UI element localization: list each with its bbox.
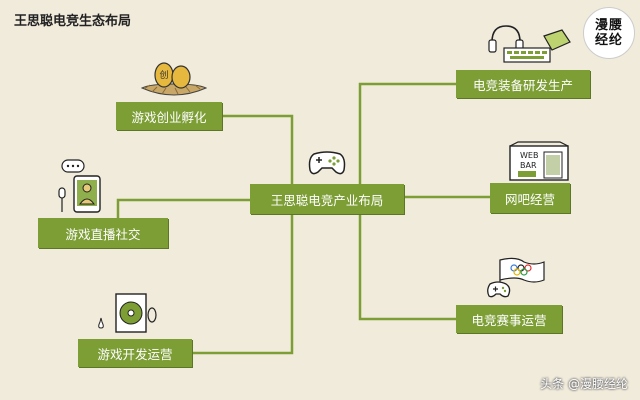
brand-logo-line2: 经纶 bbox=[594, 33, 623, 48]
line-dev bbox=[192, 212, 294, 355]
egg-nest-icon: 创 bbox=[140, 62, 208, 96]
egg-icon-label: 创 bbox=[159, 69, 168, 81]
line-equipment bbox=[358, 82, 456, 190]
watermark: 头条 @漫腰经纶 bbox=[540, 377, 628, 391]
bar-sign: BAR bbox=[520, 161, 537, 170]
gamepad-icon bbox=[308, 151, 346, 175]
game-disc-icon bbox=[98, 293, 157, 333]
web-sign: WEB bbox=[520, 151, 538, 160]
node-incubation: 游戏创业孵化 bbox=[116, 102, 222, 130]
web-bar-storefront-icon: WEB BAR bbox=[509, 141, 569, 181]
node-events: 电竞赛事运营 bbox=[456, 305, 562, 333]
brand-logo: 漫腰 经纶 bbox=[583, 7, 635, 59]
node-live: 游戏直播社交 bbox=[38, 218, 168, 248]
esports-event-icon bbox=[487, 257, 545, 298]
gaming-gear-icon bbox=[488, 25, 571, 63]
center-node: 王思聪电竞产业布局 bbox=[250, 184, 404, 214]
node-equipment: 电竞装备研发生产 bbox=[456, 70, 590, 98]
node-netbar: 网吧经营 bbox=[490, 183, 570, 213]
page-title: 王思聪电竞生态布局 bbox=[14, 14, 132, 29]
node-dev: 游戏开发运营 bbox=[78, 339, 192, 367]
line-events bbox=[358, 206, 456, 321]
brand-logo-line1: 漫腰 bbox=[594, 18, 623, 33]
live-stream-phone-icon bbox=[58, 159, 101, 213]
line-incubation bbox=[222, 114, 294, 190]
